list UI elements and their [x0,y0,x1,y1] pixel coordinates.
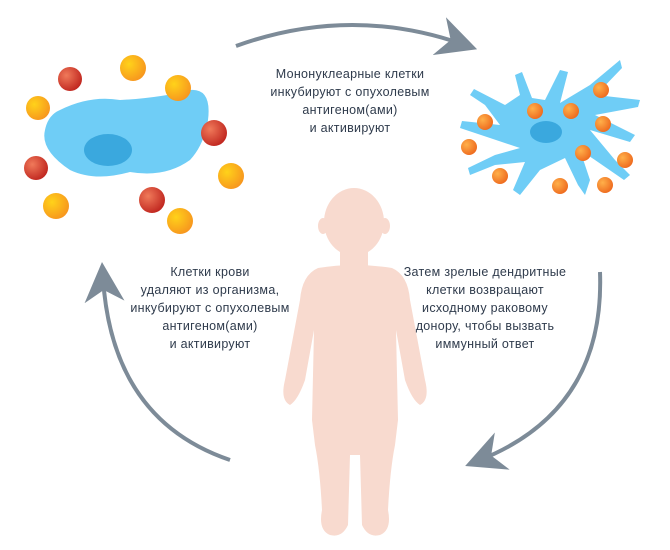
arrow-left [84,262,231,462]
caption-line: инкубируют с опухолевым [270,85,430,99]
antigen-particles [461,82,633,194]
caption-line: антигеном(ами) [162,319,258,333]
caption-line: и активируют [169,337,251,351]
arrow-right [465,271,603,470]
caption-right: Затем зрелые дендритные клетки возвращаю… [380,263,590,353]
caption-line: Мононуклеарные клетки [275,67,425,81]
blood-cell-particles [24,55,244,234]
caption-line: донору, чтобы вызвать [415,319,555,333]
arrow-top [235,17,478,56]
caption-left: Клетки крови удаляют из организма, инкуб… [110,263,310,353]
caption-line: Клетки крови [170,265,250,279]
nucleus [530,121,562,143]
mononuclear-cell [44,89,209,177]
caption-line: антигеном(ами) [302,103,398,117]
caption-line: исходному раковому [422,301,548,315]
caption-line: Затем зрелые дендритные [403,265,567,279]
child-silhouette-icon [283,188,427,536]
caption-line: и активируют [309,121,391,135]
caption-line: иммунный ответ [435,337,535,351]
caption-top: Мононуклеарные клетки инкубируют с опухо… [230,65,470,137]
nucleus [84,134,132,166]
caption-line: инкубируют с опухолевым [130,301,290,315]
caption-line: удаляют из организма, [140,283,280,297]
caption-line: клетки возвращают [426,283,544,297]
